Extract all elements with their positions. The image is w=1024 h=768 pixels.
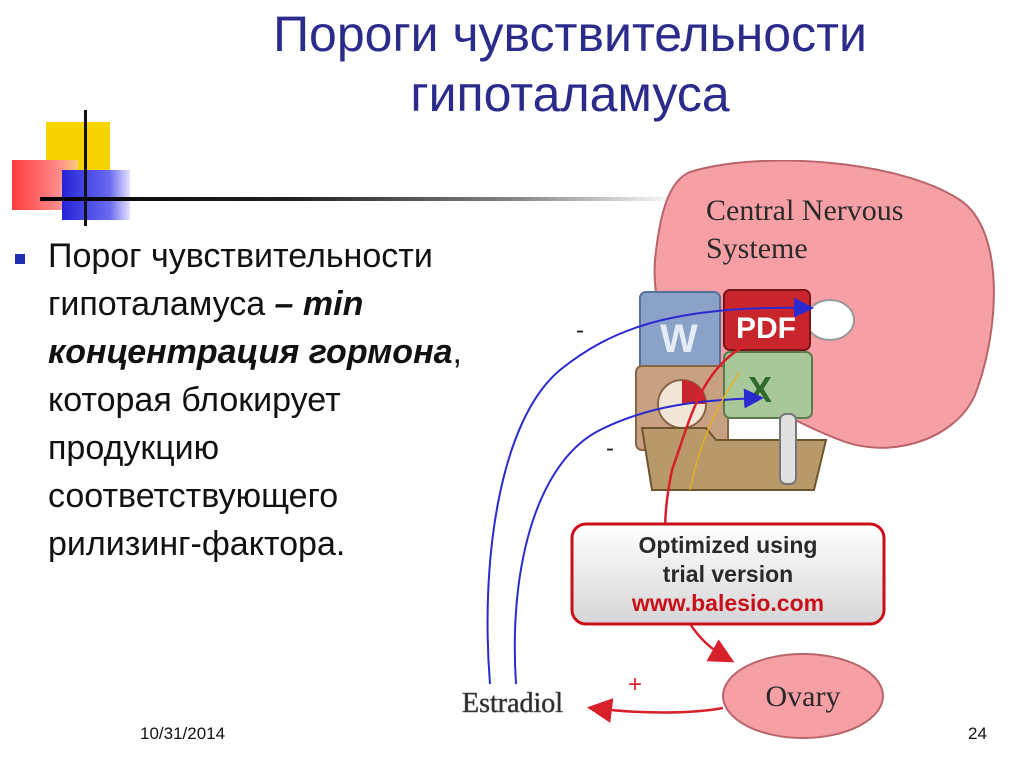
slide-title-line-2: гипоталамуса (410, 66, 730, 122)
spreadsheet-letter-icon: X (748, 369, 772, 410)
bullet-text: Порог чувствительности гипоталамуса – mi… (48, 232, 468, 568)
title-divider-line (40, 197, 680, 201)
bullet-text-part-2: , которая блокирует продукцию соответств… (48, 333, 462, 563)
zipper-icon (779, 413, 797, 485)
watermark-line-1: Optimized using (639, 532, 818, 558)
bullet-square-icon (15, 254, 25, 264)
stimulation-arrow (663, 343, 747, 663)
slide-title-line-1: Пороги чувствительности (273, 6, 867, 62)
page-number: 24 (968, 724, 987, 743)
pdf-file-label: PDF (736, 312, 796, 345)
bullet-text-part-1: Порог чувствительности гипоталамуса (48, 237, 433, 323)
watermark-line-3: www.balesio.com (631, 590, 824, 616)
watermark-line-2: trial version (663, 561, 793, 587)
word-letter-icon: W (660, 317, 698, 361)
hormone-feedback-diagram: Central Nervous Systeme W PDF X - - Opti… (462, 160, 995, 739)
stimulation-arrow-secondary (689, 371, 741, 491)
cns-label-line-2: Systeme (706, 232, 808, 265)
sign-minus-2: - (606, 435, 614, 462)
ovary-label: Ovary (766, 680, 841, 713)
feedback-arrow-outer (486, 297, 814, 685)
secretion-arrow (587, 698, 724, 723)
estradiol-label: Estradiol (462, 688, 563, 719)
hypothalamus-dot (805, 299, 855, 341)
slide-title: Пороги чувствительности гипоталамуса (180, 4, 960, 124)
ovary-ellipse (722, 653, 884, 739)
decor-vertical-line (84, 110, 87, 226)
bullet-text-emphasis: – min концентрация гормона (48, 285, 453, 371)
sign-minus-1: - (576, 317, 584, 344)
pdf-file-icon (723, 289, 811, 351)
cns-label-line-1: Central Nervous (706, 194, 903, 227)
trial-watermark: Optimized using trial version www.balesi… (570, 522, 886, 626)
footer-date: 10/31/2014 (140, 724, 226, 743)
decor-blue-square (62, 170, 130, 220)
file-icons-cluster: W PDF X (635, 289, 828, 491)
sign-plus: + (628, 671, 642, 698)
